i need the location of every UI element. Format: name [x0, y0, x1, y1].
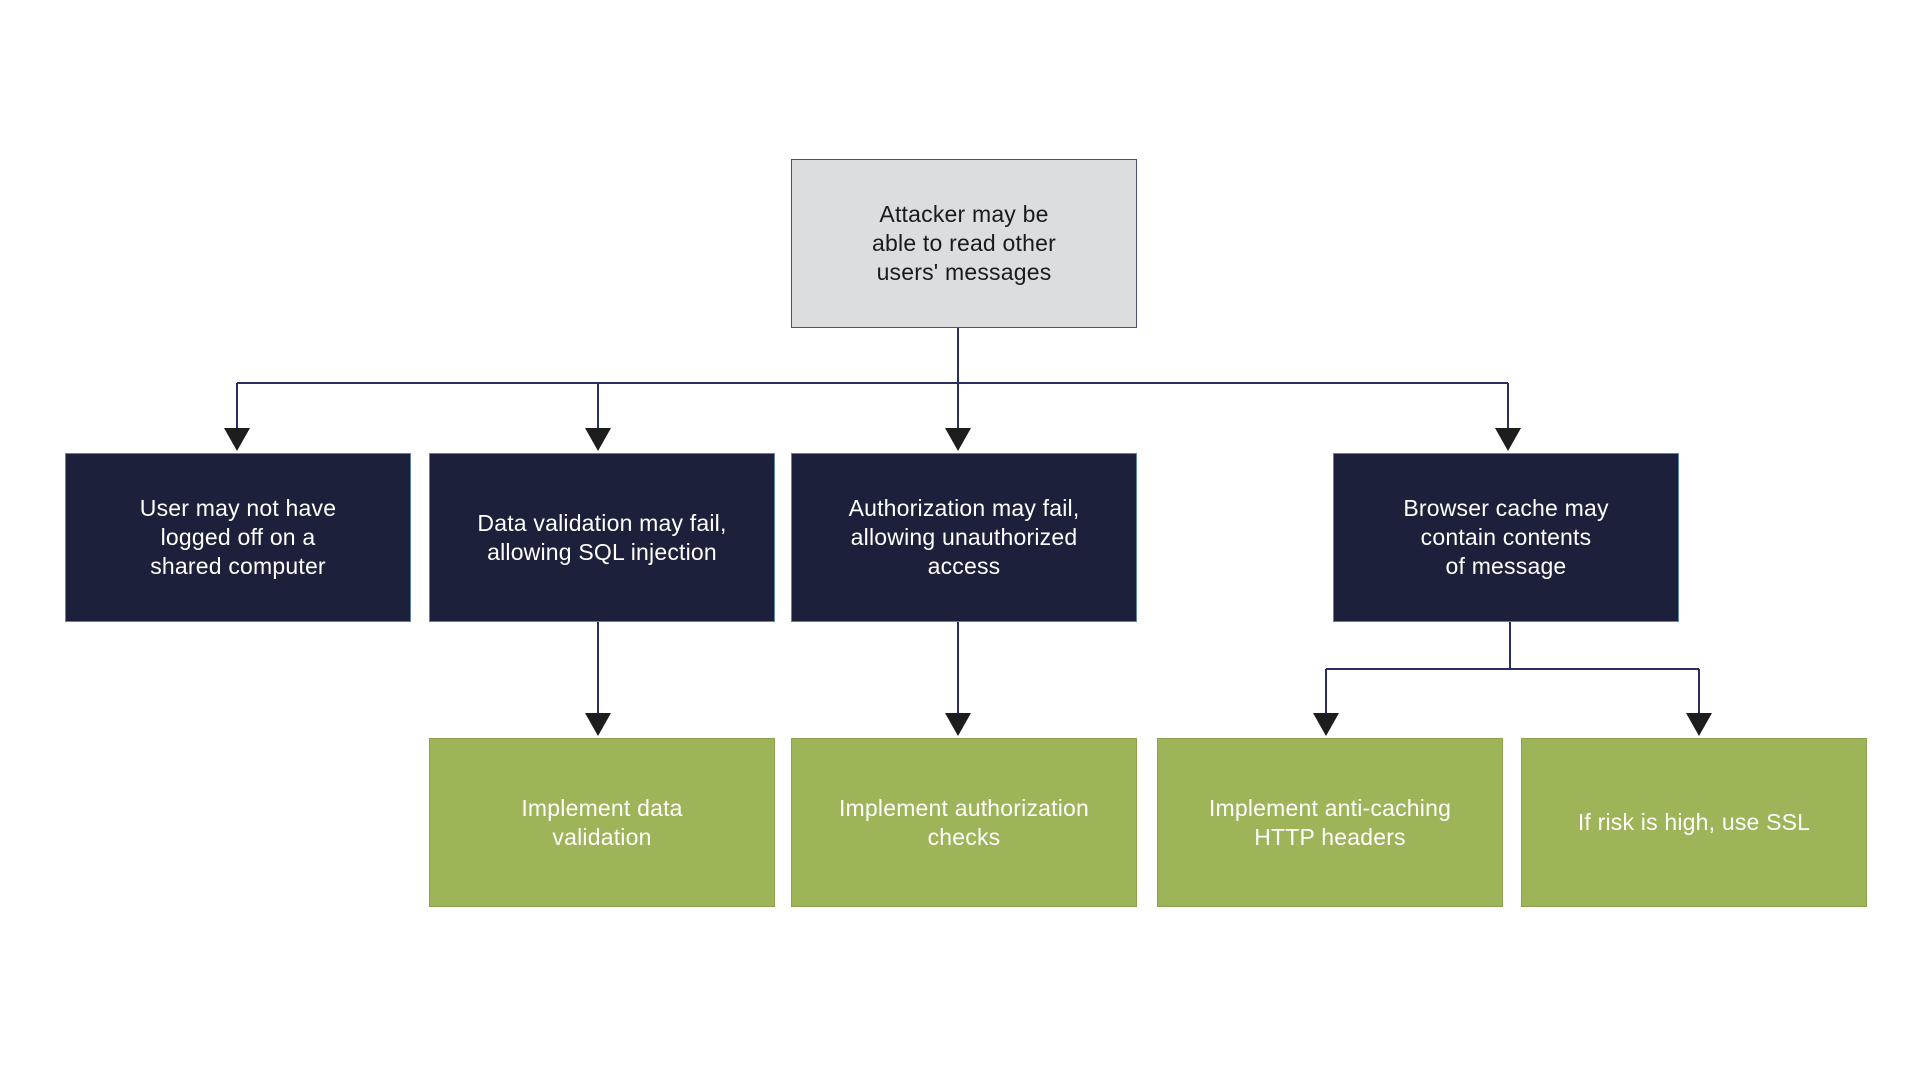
arrowhead-risk-logoff [224, 428, 250, 451]
arrowhead-risk-authorization [945, 428, 971, 451]
risk-node-label: Browser cache may contain contents of me… [1403, 495, 1609, 579]
risk-node-browser-cache: Browser cache may contain contents of me… [1333, 453, 1679, 622]
mitigation-node-label: Implement data validation [521, 794, 683, 850]
root-node-attacker-read-messages: Attacker may be able to read other users… [791, 159, 1137, 328]
mitigation-node-label: Implement anti-caching HTTP headers [1208, 794, 1452, 850]
arrowhead-risk-validation [585, 428, 611, 451]
risk-node-user-not-logged-off: User may not have logged off on a shared… [65, 453, 411, 622]
mitigation-node-use-ssl: If risk is high, use SSL [1521, 738, 1867, 907]
risk-node-authorization: Authorization may fail, allowing unautho… [791, 453, 1137, 622]
mitigation-node-implement-data-validation: Implement data validation [429, 738, 775, 907]
risk-node-label: User may not have logged off on a shared… [139, 495, 337, 579]
arrowhead-fix-validation [585, 713, 611, 736]
mitigation-node-anti-caching-headers: Implement anti-caching HTTP headers [1157, 738, 1503, 907]
root-node-label: Attacker may be able to read other users… [872, 201, 1056, 285]
arrowhead-fix-anticaching [1313, 713, 1339, 736]
arrowhead-fix-ssl [1686, 713, 1712, 736]
arrowhead-fix-authorization [945, 713, 971, 736]
risk-node-data-validation: Data validation may fail, allowing SQL i… [429, 453, 775, 622]
mitigation-node-implement-authorization-checks: Implement authorization checks [791, 738, 1137, 907]
risk-node-label: Authorization may fail, allowing unautho… [848, 495, 1080, 579]
mitigation-node-label: Implement authorization checks [838, 794, 1090, 850]
risk-node-label: Data validation may fail, allowing SQL i… [477, 509, 727, 565]
mitigation-node-label: If risk is high, use SSL [1577, 809, 1811, 835]
arrowhead-risk-cache [1495, 428, 1521, 451]
